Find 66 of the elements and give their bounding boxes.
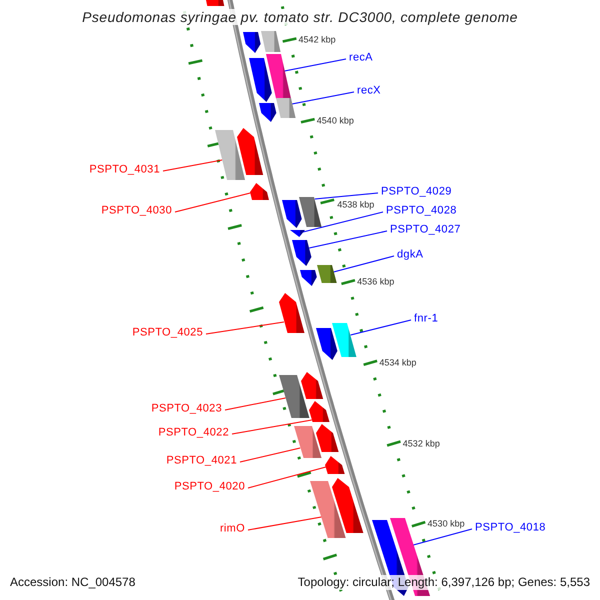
gene-feature — [316, 424, 338, 452]
leader-line — [232, 420, 312, 434]
gene-block — [316, 265, 336, 283]
leader-line — [206, 322, 284, 334]
gene-label: PSPTO_4031 — [89, 164, 160, 176]
leader-line — [240, 448, 301, 462]
leader-line — [174, 192, 251, 212]
gene-label: PSPTO_4025 — [132, 326, 203, 340]
leader-line — [412, 528, 472, 546]
gene-label: rimO — [220, 522, 245, 536]
gene-feature — [300, 372, 323, 399]
gene-label: PSPTO_4021 — [166, 454, 237, 468]
scale-label: 4534 kbp — [379, 357, 416, 368]
scale-label: 4530 kbp — [428, 518, 465, 530]
leader-line — [333, 256, 394, 272]
scale-label: 4540 kbp — [316, 115, 354, 126]
gene-feature — [300, 270, 317, 286]
leader-line — [224, 398, 286, 410]
genome-info-text: Accession: NC_004578 — [10, 575, 136, 590]
scale-label: 4538 kbp — [337, 200, 374, 210]
gene-label: PSPTO_4029 — [381, 186, 452, 198]
gene-feature — [316, 328, 338, 360]
gene-feature — [242, 32, 260, 53]
gene-label: recX — [357, 84, 381, 98]
gene-label: PSPTO_4028 — [386, 204, 457, 218]
gene-label: PSPTO_4018 — [475, 522, 546, 534]
gene-feature — [278, 293, 304, 333]
gene-label: recA — [349, 52, 373, 64]
leader-line — [308, 230, 388, 248]
leader-line — [162, 160, 223, 172]
gene-label: PSPTO_4030 — [101, 204, 172, 218]
leader-line — [248, 466, 326, 488]
leader-line — [284, 58, 346, 72]
gene-feature — [290, 230, 305, 237]
gene-feature — [282, 200, 302, 228]
gene-block — [206, 0, 224, 6]
gene-feature — [308, 401, 330, 422]
gene-feature — [250, 183, 269, 200]
title: Pseudomonas syringae pv. tomato str. DC3000, complete genome — [82, 9, 518, 25]
gene-label: PSPTO_4023 — [151, 402, 222, 416]
gene-block — [214, 130, 246, 180]
gene-label: dgkA — [397, 248, 424, 262]
gene-feature — [236, 128, 263, 175]
gene-feature — [325, 456, 345, 474]
leader-line — [350, 320, 412, 336]
gene-label: PSPTO_4027 — [390, 224, 461, 236]
gene-feature — [332, 478, 364, 533]
gene-feature — [258, 103, 276, 122]
gene-label: fnr-1 — [414, 312, 438, 326]
leader-line — [291, 92, 354, 104]
gene-label: PSPTO_4022 — [158, 426, 229, 440]
leader-line — [248, 516, 322, 530]
gene-block — [310, 481, 346, 538]
gene-block — [294, 426, 322, 458]
gene-block — [299, 197, 322, 227]
genome-info-text: Topology: circular; Length: 6,397,126 bp; Genes: 5,553 — [298, 575, 590, 590]
scale-label: 4532 kbp — [402, 438, 440, 449]
gene-block — [332, 323, 357, 357]
gene-feature — [292, 240, 312, 266]
gene-label: PSPTO_4020 — [174, 480, 245, 494]
scale-label: 4542 kbp — [298, 34, 336, 46]
scale-label: 4536 kbp — [357, 276, 394, 288]
leader-line — [314, 192, 378, 200]
gene-block — [276, 98, 296, 118]
gene-block — [260, 31, 280, 52]
leader-line — [302, 212, 384, 232]
